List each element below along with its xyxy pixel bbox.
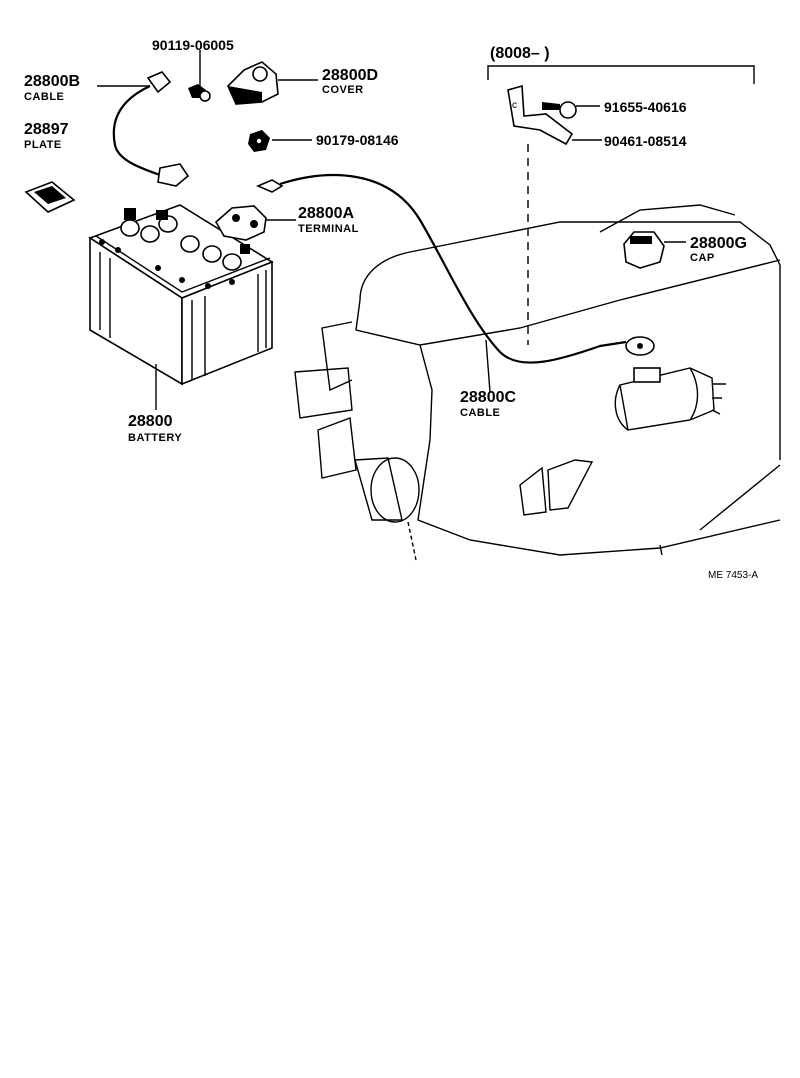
cap-name: CAP <box>690 252 715 264</box>
bracket-range: (8008– ) <box>490 45 550 62</box>
cable-b-number: 28800B <box>24 73 80 90</box>
plate-number: 28897 <box>24 121 69 138</box>
plate-shading <box>34 186 66 204</box>
cover-name: COVER <box>322 84 364 96</box>
battery-number: 28800 <box>128 413 173 430</box>
nut-90179 <box>248 130 312 152</box>
nut-1-number: 90179-08146 <box>316 132 399 148</box>
terminal-28800a <box>214 205 296 241</box>
cover-number: 28800D <box>322 67 378 84</box>
terminal-name: TERMINAL <box>298 223 359 235</box>
bracket-group: c <box>487 65 755 345</box>
svg-text:c: c <box>512 100 517 111</box>
figure-reference: ME 7453-A <box>708 570 758 581</box>
battery-name: BATTERY <box>128 432 182 444</box>
cover-28800d <box>227 61 318 105</box>
cable-c-number: 28800C <box>460 389 516 406</box>
bolt-1-number: 90119-06005 <box>152 37 234 53</box>
labels: 28800B CABLE 28897 PLATE 90119-06005 288… <box>24 37 758 581</box>
engine-outline <box>294 204 781 561</box>
cable-b-name: CABLE <box>24 91 64 103</box>
clamp-number: 90461-08514 <box>604 133 687 149</box>
bolt-90119 <box>188 50 211 102</box>
bolt-2-number: 91655-40616 <box>604 99 687 115</box>
cable-c-name: CABLE <box>460 407 500 419</box>
terminal-number: 28800A <box>298 205 354 222</box>
cap-number: 28800G <box>690 235 747 252</box>
cable-28800c <box>255 174 655 393</box>
cable-28800b <box>97 71 190 187</box>
cap-28800g <box>623 231 686 269</box>
battery <box>88 204 274 386</box>
plate-name: PLATE <box>24 139 62 151</box>
